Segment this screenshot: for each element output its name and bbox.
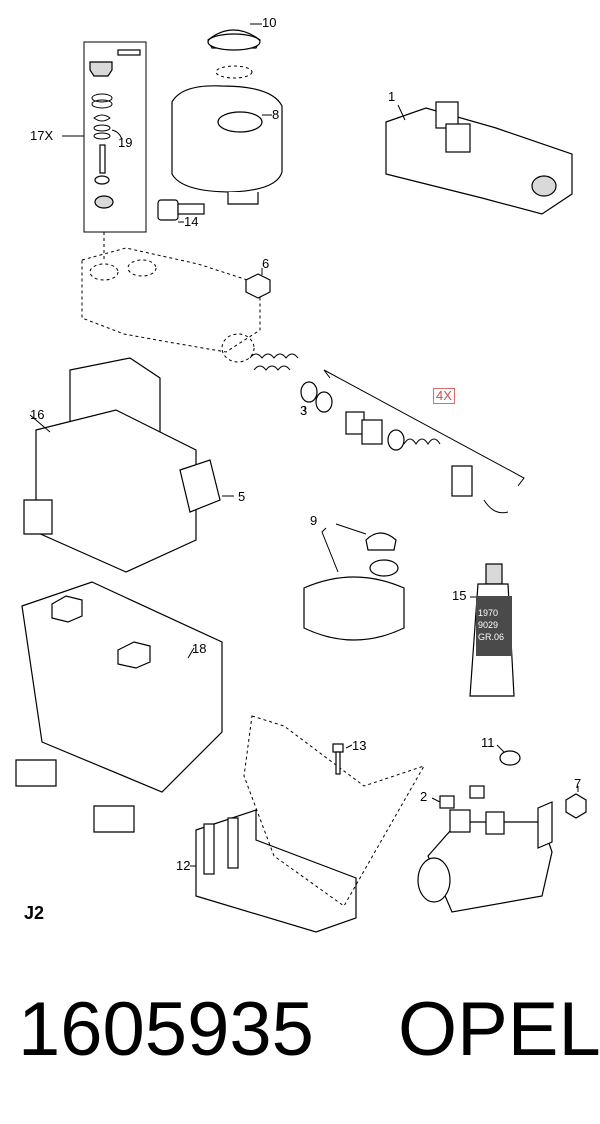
fitting-14: [157, 199, 205, 223]
callout-13: 13: [352, 738, 367, 753]
brand-name: OPEL: [398, 987, 600, 1072]
callout-18: 18: [192, 641, 207, 656]
callout-6: 6: [262, 256, 270, 271]
callout-4x: 4X: [433, 388, 455, 404]
tube-label-line-1: 1970: [478, 608, 499, 618]
grease-tube-15: [469, 563, 515, 697]
kit-17x-box: [62, 41, 147, 260]
spring: [249, 353, 299, 371]
callout-15: 15: [452, 588, 467, 603]
bracket-12: [190, 809, 357, 933]
callout-2: 2: [420, 789, 428, 804]
seal-3: [300, 381, 333, 413]
exploded-parts-diagram: [15, 23, 587, 933]
callout-16: 16: [30, 407, 45, 422]
abs-modulator-16: [23, 357, 234, 573]
tube-label-line-2: 9029: [478, 620, 499, 630]
callout-3: 3: [300, 403, 308, 418]
screw-13: [332, 743, 353, 775]
piston-kit-4x: [323, 369, 525, 514]
master-cylinder-outline: [81, 247, 261, 363]
callout-12: 12: [176, 858, 191, 873]
nut-6: [245, 268, 271, 299]
reservoir-cap-10: [207, 23, 262, 79]
callout-14: 14: [184, 214, 199, 229]
callout-11: 11: [481, 735, 495, 750]
page-code: J2: [24, 903, 45, 923]
fitting-11: [496, 744, 521, 766]
tube-label-line-3: GR.06: [478, 632, 505, 642]
callout-10: 10: [262, 15, 277, 30]
nut-7: [565, 786, 587, 819]
callout-1: 1: [388, 89, 396, 104]
abs-block-18: [15, 581, 223, 833]
small-reservoir-9: [303, 523, 405, 641]
callout-7: 7: [574, 776, 582, 791]
callout-8: 8: [272, 107, 280, 122]
brake-fluid-reservoir-8: [171, 85, 283, 205]
master-cylinder-1: [385, 101, 573, 215]
clutch-cylinder-2: [417, 785, 553, 913]
callout-17x: 17X: [30, 128, 54, 143]
callout-5: 5: [238, 489, 246, 504]
callout-9: 9: [310, 513, 318, 528]
subframe: [243, 715, 426, 907]
part-number: 1605935: [18, 987, 314, 1072]
callout-19: 19: [118, 135, 133, 150]
